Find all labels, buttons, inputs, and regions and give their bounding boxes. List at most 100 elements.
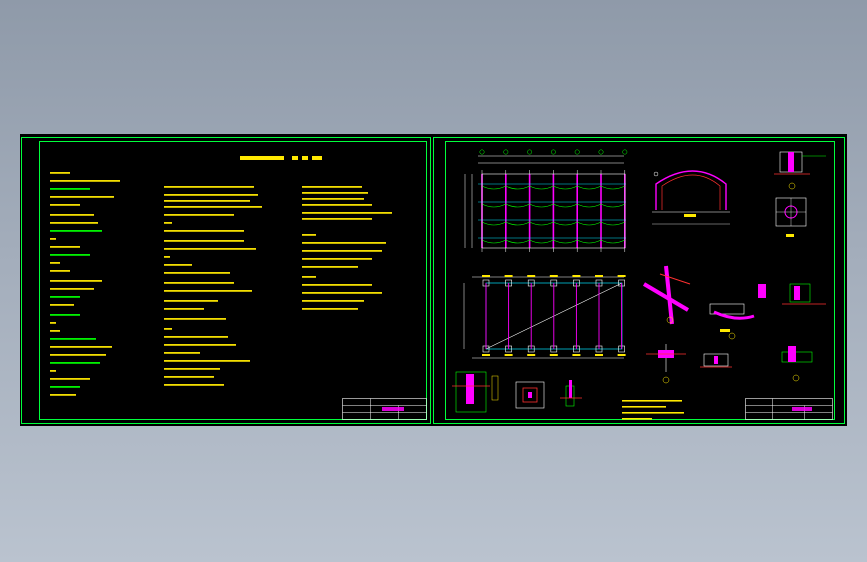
arch-curve (553, 185, 578, 190)
note-line (302, 300, 364, 302)
note-line (302, 186, 362, 188)
grid-bubble (574, 149, 580, 155)
note-line (50, 204, 80, 206)
note-line (50, 354, 106, 356)
column-label-bar (504, 354, 513, 356)
note-line (164, 222, 172, 224)
note-line (164, 384, 224, 386)
foundation-details (452, 371, 582, 413)
arch-curve (529, 203, 554, 208)
note-line (50, 330, 60, 332)
arch-curve (577, 203, 602, 208)
note-line (622, 418, 652, 420)
note-line (164, 290, 252, 292)
column-label-bar (504, 275, 513, 277)
note-line (302, 204, 372, 206)
arch-curve (529, 239, 554, 244)
note-line (50, 314, 80, 316)
arch-curve (529, 185, 554, 190)
arch-curve (505, 239, 530, 244)
arch-curve (600, 239, 625, 244)
note-line (50, 172, 70, 174)
note-line (164, 186, 254, 188)
note-line (164, 230, 244, 232)
note-line (164, 206, 262, 208)
note-line (50, 288, 94, 290)
note-line (164, 256, 170, 258)
note-line (302, 292, 382, 294)
arch-curve (600, 203, 625, 208)
note-line (50, 254, 90, 256)
grid-bubble (479, 149, 485, 155)
note-line (164, 376, 214, 378)
arch-curve (577, 185, 602, 190)
cad-viewport[interactable] (20, 134, 847, 426)
note-line (622, 400, 682, 402)
lower-connection-details (646, 344, 813, 384)
column-label-bar (572, 275, 581, 277)
note-line (164, 318, 226, 320)
right-sheet (433, 137, 845, 424)
cad-drawing-canvas[interactable] (20, 134, 847, 426)
column-cap-detail (774, 151, 826, 190)
arch-curve (553, 203, 578, 208)
note-line (164, 352, 200, 354)
grid-bubble (550, 149, 556, 155)
arch-section-drawing (652, 170, 730, 225)
note-line (302, 308, 358, 310)
column-label-bar (617, 275, 626, 277)
base-plate-detail (775, 197, 807, 237)
node-joint-details (642, 265, 826, 340)
arch-curve (481, 185, 506, 190)
note-line (50, 222, 98, 224)
note-line (622, 406, 666, 408)
note-line (164, 272, 230, 274)
note-line (164, 200, 250, 202)
arch-curve (553, 239, 578, 244)
arch-curve (600, 185, 625, 190)
column-label-bar (617, 354, 626, 356)
note-line (50, 362, 100, 364)
left-sheet (21, 137, 431, 424)
column-label-bar (527, 354, 536, 356)
grid-bubble (598, 149, 604, 155)
right-sheet-inner-frame (445, 141, 835, 420)
note-line (164, 194, 258, 196)
arch-curve (553, 221, 578, 226)
note-line (50, 196, 114, 198)
note-line (164, 248, 256, 250)
note-line (302, 212, 392, 214)
note-line (50, 370, 56, 372)
column-label-bar (549, 275, 558, 277)
note-line (50, 214, 94, 216)
note-line (164, 282, 234, 284)
note-line (302, 250, 382, 252)
left-notes-text-blocks (50, 172, 392, 396)
column-label-bar (482, 354, 490, 356)
arch-curve (481, 203, 506, 208)
arch-curve (600, 221, 625, 226)
note-line (302, 218, 372, 220)
grid-bubble (503, 149, 509, 155)
left-heading-mark (240, 156, 322, 160)
note-line (50, 230, 102, 232)
column-layout-plan (463, 275, 626, 359)
note-line (164, 368, 220, 370)
note-line (50, 238, 56, 240)
note-line (50, 386, 80, 388)
note-line (50, 180, 120, 182)
column-label-bar (549, 354, 558, 356)
note-line (50, 338, 96, 340)
note-line (50, 280, 102, 282)
note-line (50, 346, 112, 348)
note-line (50, 394, 76, 396)
note-line (302, 234, 316, 236)
note-line (50, 246, 80, 248)
note-line (164, 264, 192, 266)
arch-curve (505, 203, 530, 208)
note-line (50, 322, 56, 324)
note-line (50, 262, 60, 264)
note-line (164, 328, 172, 330)
note-line (50, 188, 90, 190)
left-sheet-inner-frame (39, 141, 427, 420)
